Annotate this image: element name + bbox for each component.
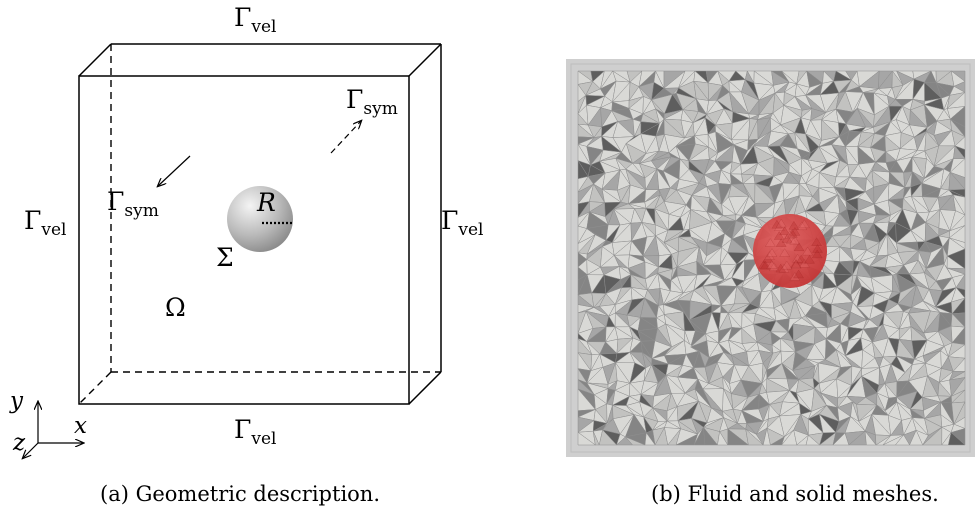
mesh-element (727, 428, 750, 446)
mesh-element (775, 238, 787, 247)
axis-label-x: x (74, 413, 87, 439)
mesh-element (781, 260, 793, 270)
mesh-element (577, 431, 597, 446)
mesh-element (804, 254, 815, 264)
label-gamma-sym-back: Γsym (346, 85, 398, 119)
mesh-element (799, 258, 810, 268)
mesh-element (785, 235, 797, 244)
mesh-element (773, 231, 785, 240)
mesh-element (802, 246, 814, 256)
mesh-element (795, 254, 807, 264)
mesh-element (773, 222, 785, 231)
coordinate-axes (23, 402, 83, 458)
mesh-element (598, 429, 618, 446)
solid-mesh-sphere (753, 214, 827, 288)
mesh-frame-inner (570, 63, 971, 453)
axis-label-z: z (12, 430, 26, 456)
mesh-element (592, 431, 600, 446)
mesh-element (784, 230, 796, 239)
label-radius: R (256, 188, 276, 217)
mesh-element (771, 219, 783, 229)
mesh-element (766, 248, 778, 257)
mesh-element (775, 218, 787, 228)
mesh-element (796, 221, 808, 231)
solid-sphere (227, 186, 293, 252)
label-gamma-vel-top: Γvel (234, 3, 276, 37)
label-gamma-vel-right: Γvel (441, 206, 483, 240)
panel-a-geometry: Γvel Γvel Γvel Γvel Γsym Γsym R Σ Ω y x … (9, 3, 483, 458)
mesh-element (764, 238, 776, 247)
mesh-element (792, 253, 804, 263)
mesh-element (763, 251, 775, 260)
arrow-back-sym (330, 121, 361, 154)
mesh-element (644, 432, 656, 446)
mesh-element (781, 233, 793, 243)
fluid-mesh (577, 70, 966, 446)
mesh-element (793, 269, 805, 279)
mesh-element (766, 260, 778, 269)
mesh-element (789, 272, 801, 281)
mesh-element (894, 434, 911, 446)
mesh-element (811, 237, 823, 246)
mesh-element (812, 244, 823, 253)
mesh-element (789, 235, 801, 245)
arrow-front-sym (158, 155, 191, 186)
mesh-element (745, 428, 764, 446)
solid-mesh-elements (758, 218, 823, 281)
mesh-element (798, 219, 810, 229)
mesh-element (717, 430, 729, 446)
label-interface-sigma: Σ (216, 243, 234, 272)
mesh-element (768, 262, 780, 272)
mesh-element (779, 226, 791, 236)
box-hidden-edges (78, 44, 441, 405)
mesh-element (864, 430, 877, 446)
mesh-element (811, 249, 823, 259)
label-gamma-vel-left: Γvel (24, 206, 66, 240)
mesh-element (786, 228, 798, 238)
mesh-element (790, 260, 802, 269)
mesh-element (758, 259, 770, 269)
mesh-element (779, 248, 791, 257)
caption-panel-b: (b) Fluid and solid meshes. (651, 482, 939, 506)
mesh-element (788, 220, 800, 230)
mesh-element (947, 432, 966, 446)
mesh-element (909, 429, 924, 446)
mesh-element (762, 253, 774, 263)
panel-b-mesh (566, 59, 975, 457)
label-gamma-vel-bottom: Γvel (234, 415, 276, 449)
box-visible-edges (78, 43, 442, 405)
label-gamma-sym-front: Γsym (107, 187, 159, 221)
mesh-element (793, 242, 805, 252)
label-domain-omega: Ω (165, 293, 186, 322)
mesh-element (805, 434, 821, 446)
mesh-element (778, 263, 790, 273)
mesh-element (703, 426, 719, 446)
axis-label-y: y (9, 388, 24, 414)
mesh-element (775, 263, 787, 273)
mesh-element (759, 260, 771, 270)
mesh-element (789, 226, 801, 236)
caption-panel-a: (a) Geometric description. (100, 482, 381, 506)
mesh-element (790, 259, 802, 268)
mesh-element (625, 436, 646, 446)
